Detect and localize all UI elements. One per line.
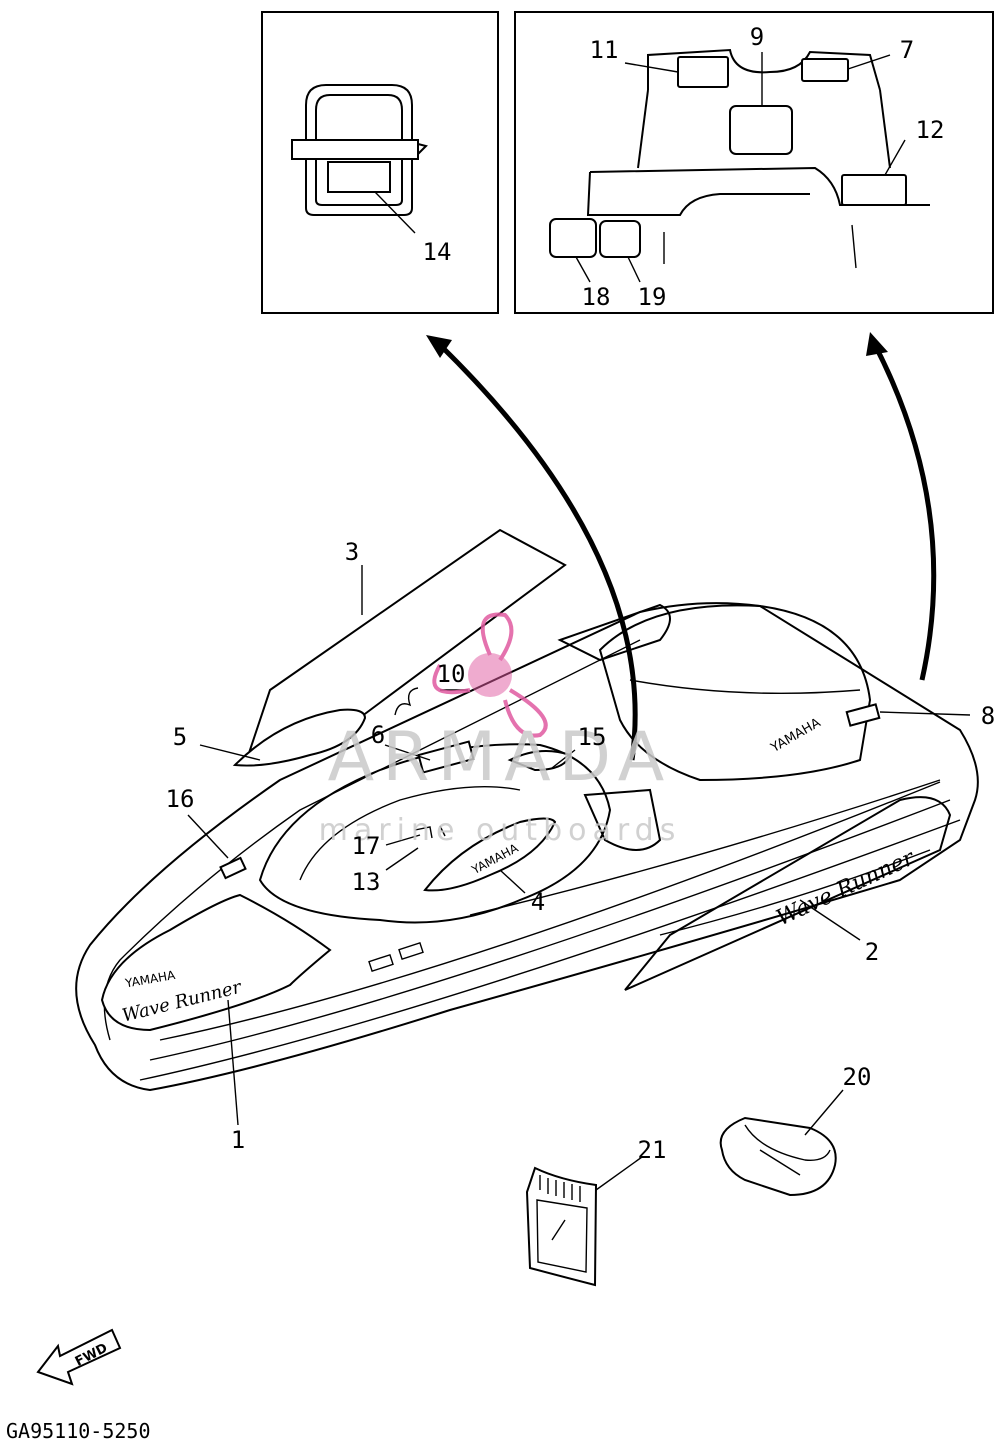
propeller-logo-icon [432,612,548,738]
leader-lines [187,565,971,1191]
diagram-code: GA95110-5250 [6,1419,151,1443]
decal-17 [414,825,446,839]
decal-1-bow: YAMAHA Wave Runner [100,893,332,1032]
callout-20: 20 [843,1063,872,1091]
decal-5 [232,708,367,767]
forward-arrow-icon: FWD [36,1328,122,1386]
watermark: ARMADA marine outboards [319,612,682,848]
callout-18: 18 [582,283,611,311]
decal-6 [417,740,475,774]
callout-3: 3 [345,538,359,566]
callout-7: 7 [900,36,914,64]
decal-4: YAMAHA [423,817,557,892]
callout-11: 11 [590,36,619,64]
callout-labels: 1 2 3 4 5 6 7 8 9 10 11 12 13 14 15 16 1… [166,23,996,1164]
callout-2: 2 [865,938,879,966]
callout-15: 15 [578,723,607,751]
callout-21: 21 [638,1136,667,1164]
callout-6: 6 [371,721,385,749]
callout-14: 14 [423,238,452,266]
part-21-card [525,1166,598,1287]
inset-handle-panel [261,11,499,314]
hull-brand-text: YAMAHA [768,715,824,756]
arrow-to-console-inset [866,332,937,681]
callout-16: 16 [166,785,195,813]
callout-12: 12 [916,116,945,144]
callout-8: 8 [981,702,995,730]
callout-4: 4 [531,888,545,916]
inset-console-panel [514,11,994,314]
part-20-pouch [719,1116,837,1197]
decal-3-sheet [248,528,567,752]
decal-10 [394,687,419,716]
callout-13: 13 [352,868,381,896]
callout-19: 19 [638,283,667,311]
arrow-to-handle-inset [426,335,638,761]
watermark-brand: ARMADA [328,718,673,797]
callout-10: 10 [437,660,466,688]
callout-9: 9 [750,23,764,51]
callout-5: 5 [173,723,187,751]
decal-16 [219,856,247,880]
callout-17: 17 [352,832,381,860]
callout-1: 1 [231,1126,245,1154]
watermark-tagline: marine outboards [319,813,682,848]
